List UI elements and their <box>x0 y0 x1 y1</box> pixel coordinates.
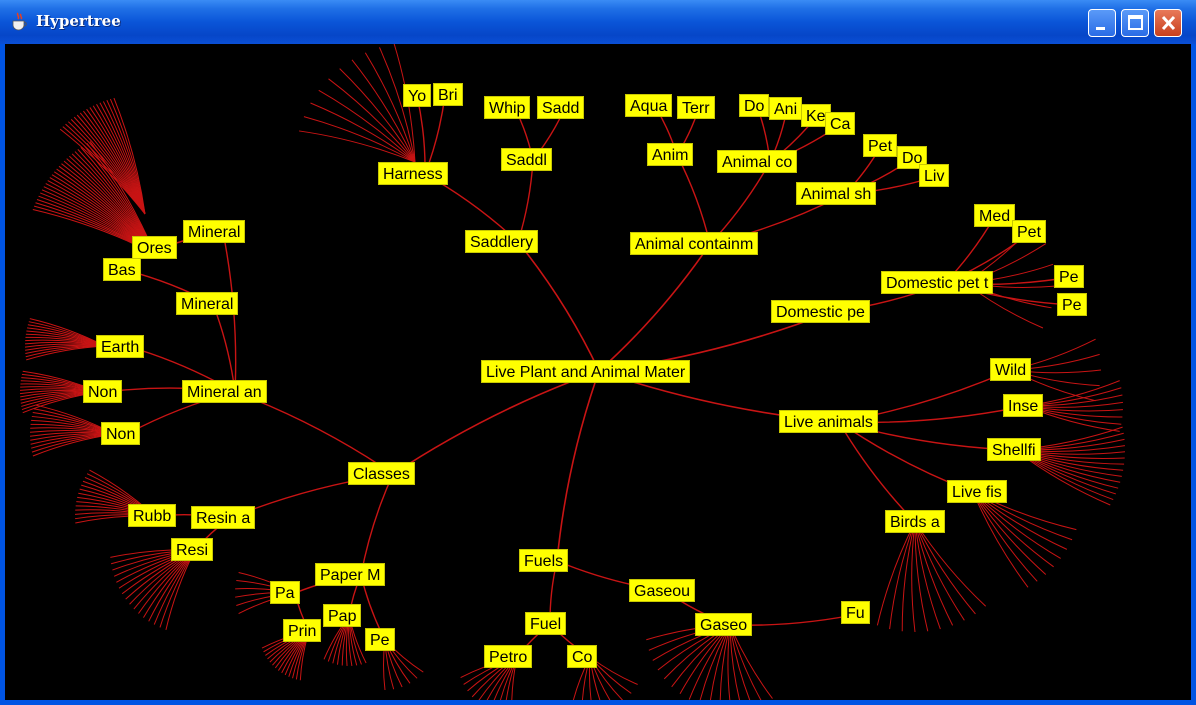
tree-node[interactable]: Prin <box>283 619 322 642</box>
tree-node[interactable]: Classes <box>348 462 415 485</box>
tree-node[interactable]: Rubb <box>128 504 177 527</box>
tree-node[interactable]: Pe <box>1057 293 1087 316</box>
tree-node[interactable]: Liv <box>919 164 950 187</box>
tree-node[interactable]: Gaseou <box>629 579 696 602</box>
tree-node[interactable]: Fu <box>841 601 870 624</box>
tree-edge <box>598 243 711 372</box>
tree-node[interactable]: Aqua <box>625 94 673 117</box>
tree-node[interactable]: Ores <box>132 236 177 259</box>
tree-node[interactable]: Mineral <box>176 292 239 315</box>
maximize-icon <box>1128 15 1143 30</box>
tree-node-root[interactable]: Live Plant and Animal Mater <box>481 360 691 383</box>
tree-edge <box>914 521 954 626</box>
tree-edge <box>914 521 987 607</box>
tree-node[interactable]: Paper M <box>315 563 386 586</box>
tree-node[interactable]: Non <box>83 380 123 403</box>
maximize-button[interactable] <box>1121 9 1149 37</box>
tree-node[interactable]: Animal co <box>717 150 798 173</box>
tree-node[interactable]: Gaseo <box>695 613 753 636</box>
tree-node[interactable]: Shellfi <box>987 438 1041 461</box>
tree-edge <box>556 370 600 562</box>
tree-edge <box>901 521 916 632</box>
tree-node[interactable]: Earth <box>96 335 145 358</box>
tree-node[interactable]: Live fis <box>947 480 1007 503</box>
tree-node[interactable]: Harness <box>378 162 448 185</box>
tree-node[interactable]: Do <box>739 94 770 117</box>
tree-edge <box>212 303 236 393</box>
tree-node[interactable]: Ca <box>825 112 856 135</box>
tree-node[interactable]: Saddlery <box>465 230 539 253</box>
tree-edge <box>328 78 416 163</box>
tree-node[interactable]: Petro <box>484 645 533 668</box>
minimize-button[interactable] <box>1088 9 1116 37</box>
tree-edge <box>889 521 916 630</box>
tree-edge <box>392 370 600 475</box>
tree-node[interactable]: Terr <box>677 96 715 119</box>
tree-node[interactable]: Yo <box>403 84 432 107</box>
tree-node[interactable]: Animal containm <box>630 232 759 255</box>
hypertree-canvas[interactable]: Live Plant and Animal Mater Saddlery Har… <box>5 44 1191 700</box>
tree-node[interactable]: Fuels <box>519 549 569 572</box>
minimize-icon <box>1096 27 1105 30</box>
tree-edge <box>914 521 941 630</box>
tree-node[interactable]: Mineral <box>183 220 246 243</box>
tree-node[interactable]: Pa <box>270 581 300 604</box>
tree-node[interactable]: Bas <box>103 258 141 281</box>
close-button[interactable] <box>1154 9 1182 37</box>
tree-edge <box>303 116 416 163</box>
tree-edge <box>339 68 416 163</box>
tree-node[interactable]: Birds a <box>885 510 945 533</box>
tree-node[interactable]: Pet <box>1012 220 1047 243</box>
tree-node[interactable]: Domestic pe <box>771 300 870 323</box>
tree-node[interactable]: Non <box>101 422 141 445</box>
window-title: Hypertree <box>36 12 121 30</box>
tree-node[interactable]: Resin a <box>191 506 256 529</box>
tree-node[interactable]: Wild <box>990 358 1032 381</box>
tree-node[interactable]: Pe <box>1054 265 1084 288</box>
tree-edge <box>914 521 929 632</box>
tree-node[interactable]: Anim <box>647 143 694 166</box>
tree-node[interactable]: Sadd <box>537 96 585 119</box>
tree-edge <box>113 97 146 215</box>
tree-edge <box>318 89 416 163</box>
java-cup-icon <box>12 12 27 31</box>
tree-edge <box>517 241 600 372</box>
title-bar[interactable]: Hypertree <box>0 0 1196 44</box>
tree-node[interactable]: Saddl <box>501 148 552 171</box>
tree-edge <box>360 473 394 576</box>
tree-node[interactable]: Pap <box>323 604 362 627</box>
tree-node[interactable]: Bri <box>433 83 463 106</box>
tree-edge <box>379 47 416 163</box>
tree-node[interactable]: Co <box>567 645 598 668</box>
tree-node[interactable]: Mineral an <box>182 380 267 403</box>
tree-node[interactable]: Pe <box>365 628 395 651</box>
tree-edge <box>299 130 416 163</box>
tree-edge <box>911 521 916 633</box>
tree-node[interactable]: Domestic pet t <box>881 271 994 294</box>
tree-edge <box>676 154 711 245</box>
tree-node[interactable]: Fuel <box>525 612 567 635</box>
tree-node[interactable]: Med <box>974 204 1016 227</box>
tree-node[interactable]: Whip <box>484 96 531 119</box>
tree-edge <box>364 52 416 163</box>
tree-edge <box>351 59 416 163</box>
tree-node[interactable]: Inse <box>1003 394 1044 417</box>
tree-edge <box>310 102 416 163</box>
tree-node[interactable]: Animal sh <box>796 182 877 205</box>
close-icon <box>1161 15 1176 31</box>
tree-node[interactable]: Ke <box>801 104 831 127</box>
tree-node[interactable]: Live animals <box>779 410 878 433</box>
tree-node[interactable]: Ani <box>769 97 803 120</box>
tree-node[interactable]: Resi <box>171 538 214 561</box>
tree-node[interactable]: Pet <box>863 134 898 157</box>
tree-node[interactable]: Do <box>897 146 928 169</box>
